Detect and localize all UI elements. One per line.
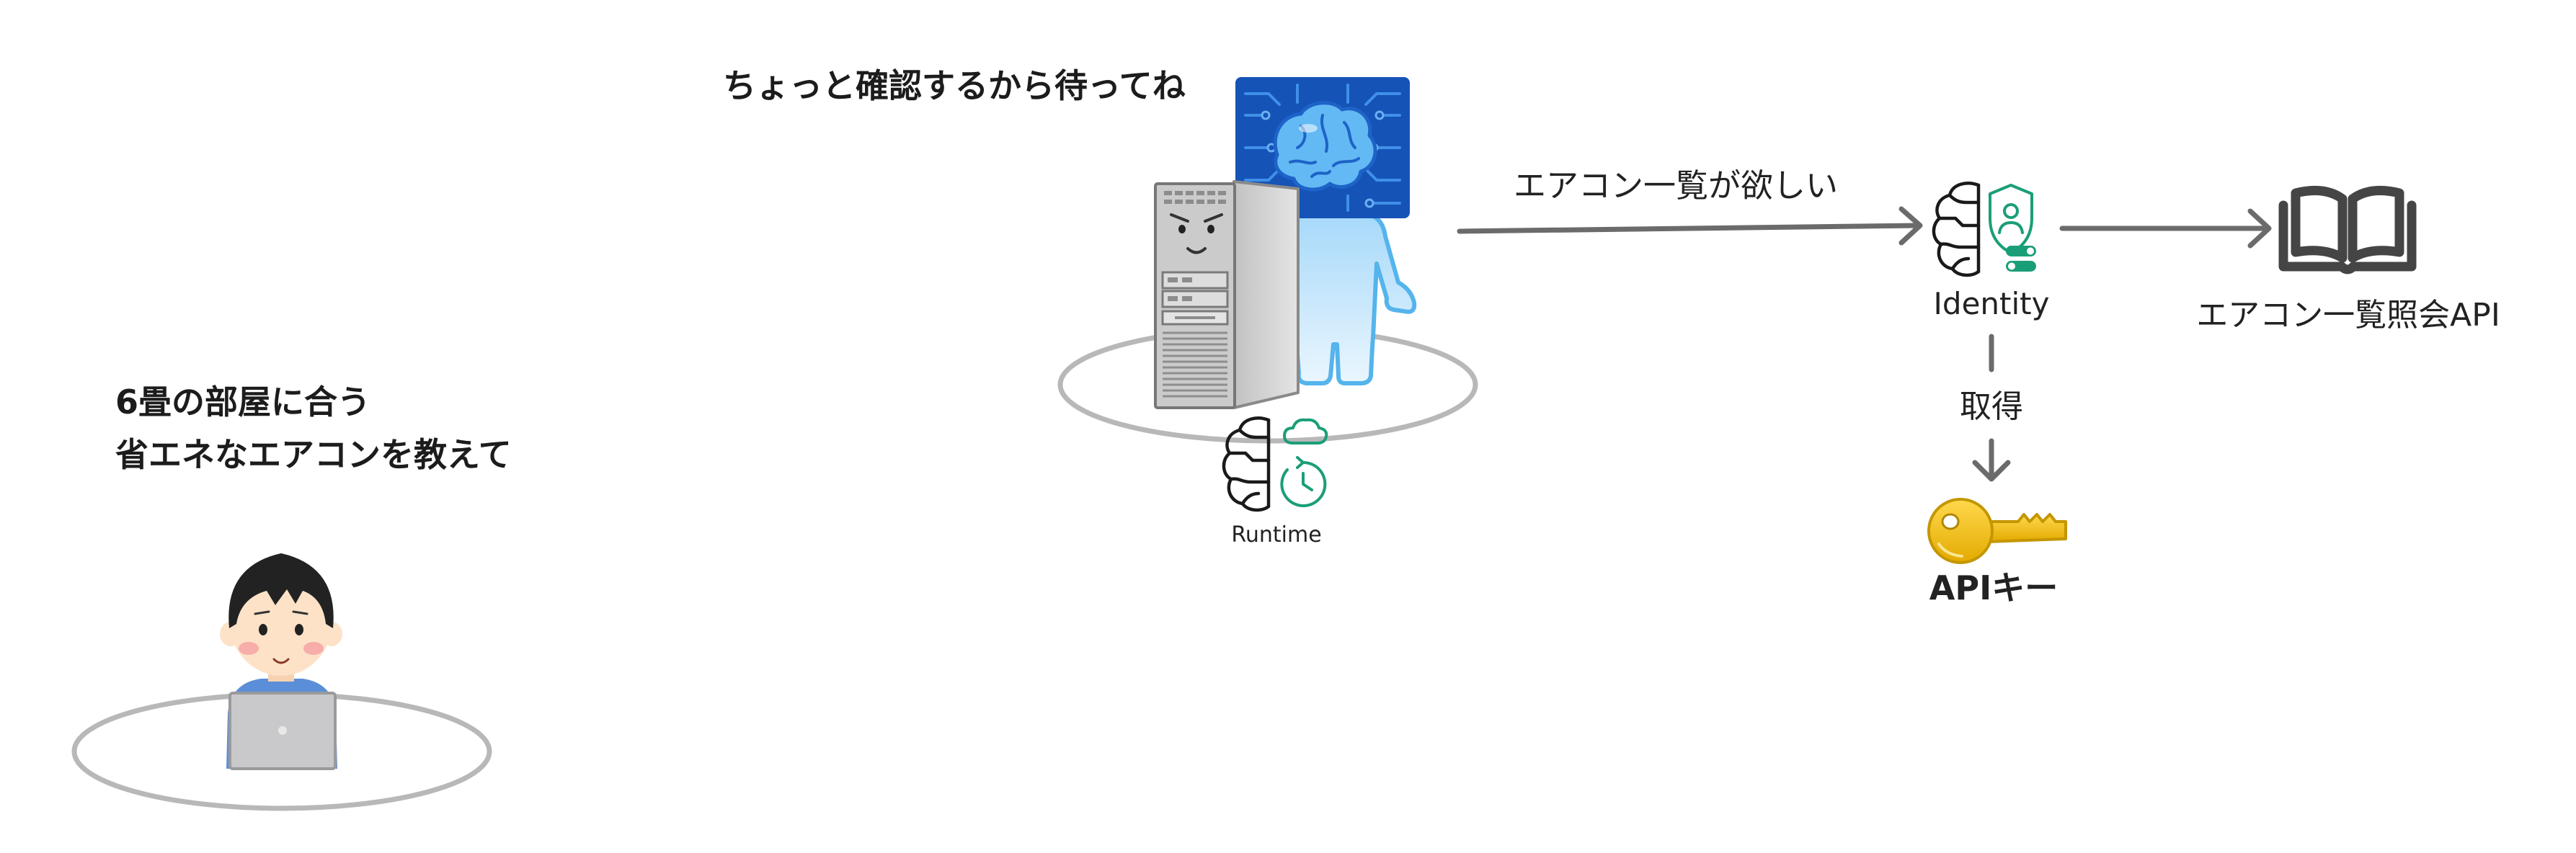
person-with-laptop-icon <box>220 553 342 770</box>
runtime-label: Runtime <box>1231 522 1322 548</box>
user-message-line: 6畳の部屋に合う <box>115 383 371 421</box>
api-call-arrow <box>2059 208 2272 249</box>
runtime-icon <box>1222 416 1328 512</box>
request-label: エアコン一覧が欲しい <box>1514 166 1839 205</box>
brain-shape <box>1273 101 1377 192</box>
person-hair <box>228 553 334 628</box>
ai-server-robot-icon <box>1154 77 1417 409</box>
server-tower <box>1154 180 1300 409</box>
acquire-arrow <box>1972 334 2011 482</box>
user-message: 6畳の部屋に合う 省エネなエアコンを教えて <box>115 376 512 481</box>
cloud-icon <box>1283 418 1328 445</box>
server-face <box>1170 213 1223 254</box>
brain-circuit-panel <box>1235 77 1410 218</box>
toggle-icon <box>2006 246 2036 272</box>
robot-body <box>1284 211 1417 385</box>
acquire-label: 取得 <box>1960 388 2023 425</box>
identity-icon <box>1932 182 2036 277</box>
request-arrow <box>1457 206 1923 246</box>
key-icon <box>1927 498 2067 564</box>
laptop-icon <box>228 692 337 770</box>
api-label: エアコン一覧照会API <box>2196 297 2500 334</box>
api-key-label: APIキー <box>1929 568 2058 607</box>
user-message-line: 省エネなエアコンを教えて <box>115 435 512 474</box>
identity-label: Identity <box>1933 286 2050 321</box>
agent-thought-text: ちょっと確認するから待ってね <box>723 66 1186 105</box>
user-icon <box>2003 203 2019 219</box>
clock-icon <box>1280 460 1327 507</box>
book-icon <box>2278 185 2417 274</box>
